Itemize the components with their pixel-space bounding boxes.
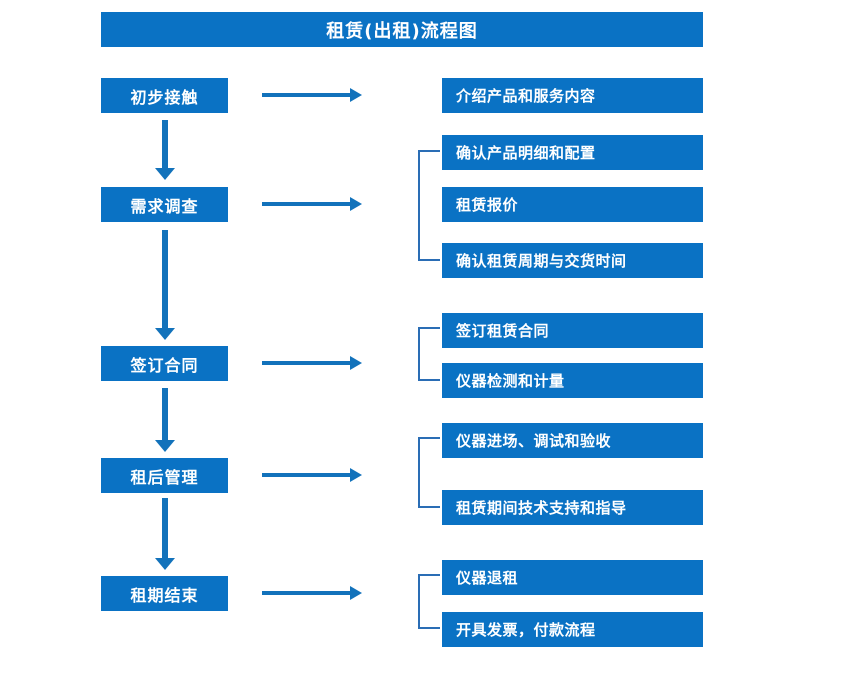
detail-box-6[interactable]: 仪器检测和计量 [442,363,703,398]
horizontal-arrow-icon-3 [262,356,362,370]
bracket-group-1 [418,150,440,261]
vertical-arrow-icon-4 [155,498,175,572]
vertical-arrow-icon-1 [155,120,175,182]
detail-box-8[interactable]: 租赁期间技术支持和指导 [442,490,703,525]
horizontal-arrow-icon-4 [262,468,362,482]
stage-box-1[interactable]: 初步接触 [101,78,228,113]
stage-box-3[interactable]: 签订合同 [101,346,228,381]
detail-box-1[interactable]: 介绍产品和服务内容 [442,78,703,113]
bracket-group-2 [418,327,440,381]
bracket-group-3 [418,437,440,508]
vertical-arrow-icon-3 [155,388,175,454]
detail-box-4[interactable]: 确认租赁周期与交货时间 [442,243,703,278]
detail-box-5[interactable]: 签订租赁合同 [442,313,703,348]
detail-box-7[interactable]: 仪器进场、调试和验收 [442,423,703,458]
horizontal-arrow-icon-5 [262,586,362,600]
detail-box-9[interactable]: 仪器退租 [442,560,703,595]
detail-box-3[interactable]: 租赁报价 [442,187,703,222]
vertical-arrow-icon-2 [155,230,175,342]
horizontal-arrow-icon-1 [262,88,362,102]
stage-box-4[interactable]: 租后管理 [101,458,228,493]
detail-box-10[interactable]: 开具发票，付款流程 [442,612,703,647]
stage-box-5[interactable]: 租期结束 [101,576,228,611]
horizontal-arrow-icon-2 [262,197,362,211]
stage-box-2[interactable]: 需求调查 [101,187,228,222]
page-title: 租赁(出租)流程图 [101,12,703,47]
bracket-group-4 [418,574,440,629]
detail-box-2[interactable]: 确认产品明细和配置 [442,135,703,170]
